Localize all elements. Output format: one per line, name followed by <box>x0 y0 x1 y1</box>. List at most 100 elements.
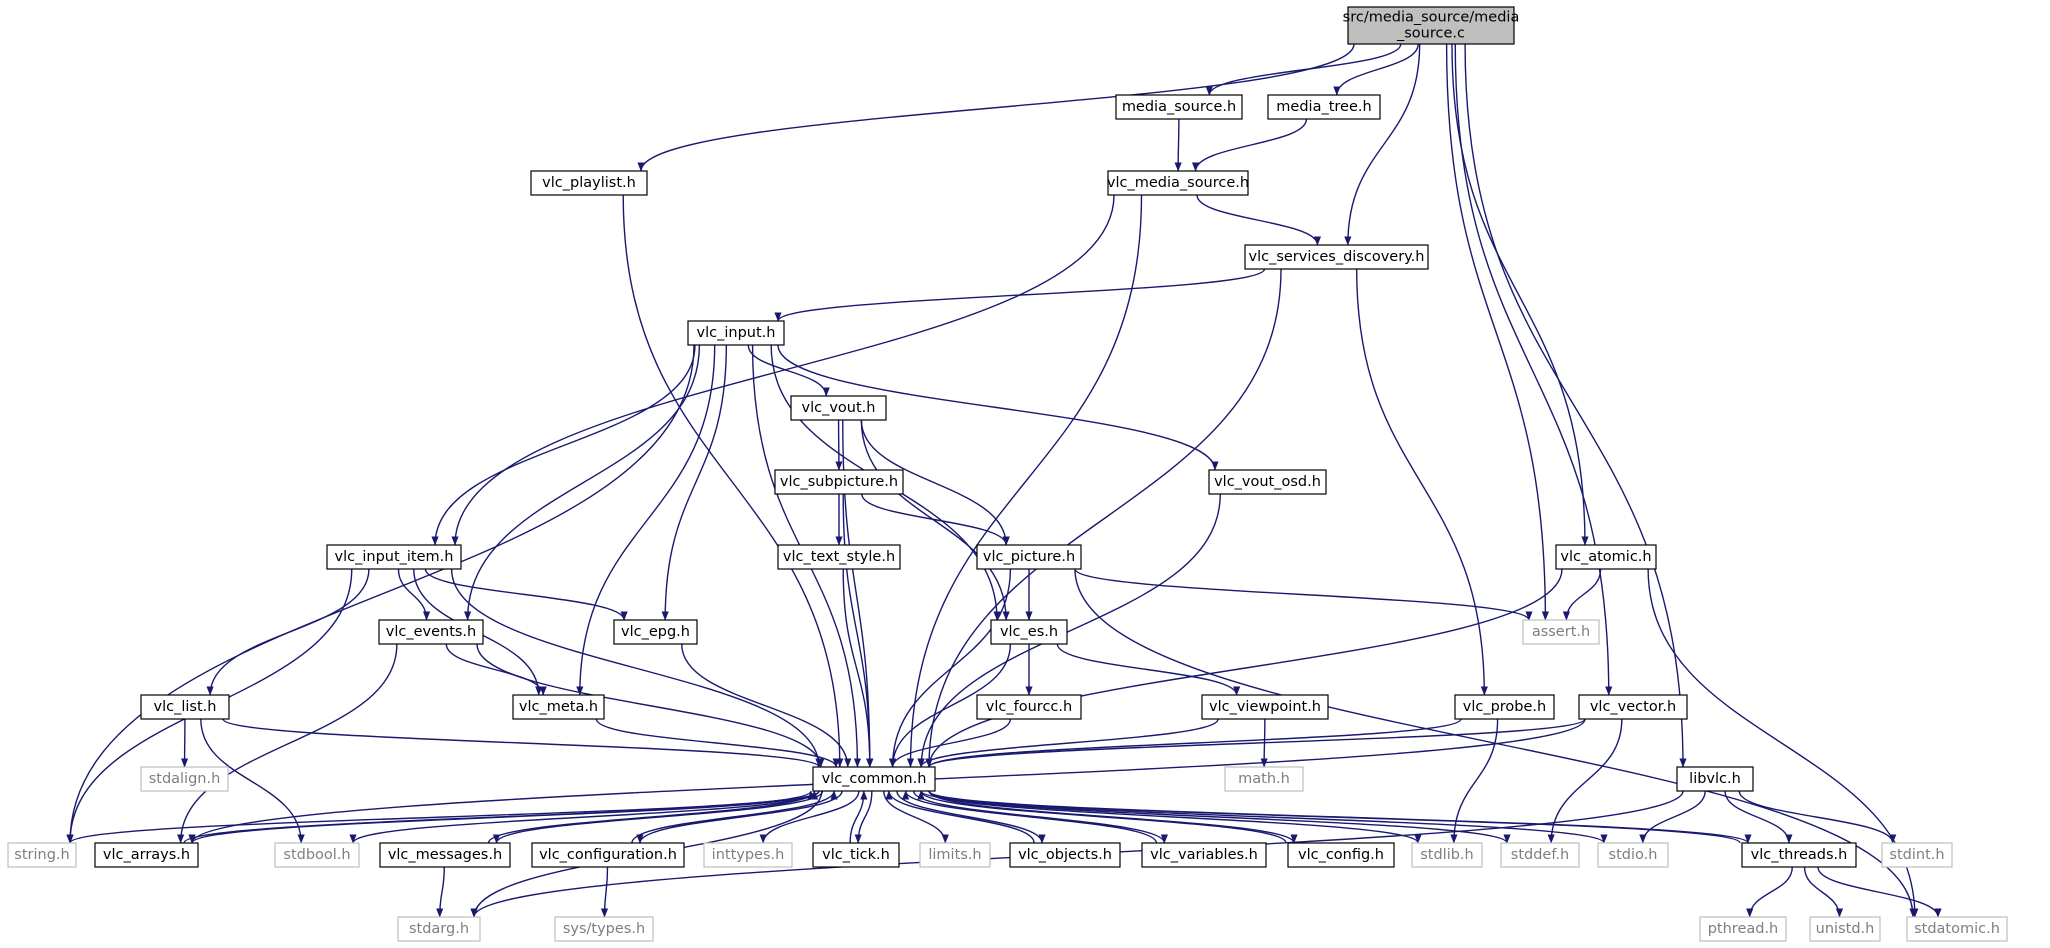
node-vlc-subpicture-h[interactable]: vlc_subpicture.h <box>774 469 904 495</box>
node-vlc-input-h[interactable]: vlc_input.h <box>687 320 785 346</box>
node-pthread-h: pthread.h <box>1699 916 1787 942</box>
edge-vlc_input_h-to-vlc_epg_h <box>661 344 728 621</box>
node-vlc-atomic-h[interactable]: vlc_atomic.h <box>1555 544 1657 570</box>
node-box <box>512 694 605 720</box>
node-box <box>7 842 77 868</box>
edge-vlc_input_h-to-vlc_input_item_h <box>431 344 696 546</box>
node-box <box>1906 916 2008 942</box>
node-box <box>140 766 229 792</box>
node-label: stddef.h <box>1511 847 1569 863</box>
node-vlc-threads-h[interactable]: vlc_threads.h <box>1741 842 1857 868</box>
edge-vlc_epg_h-to-vlc_common_h <box>681 643 852 768</box>
edge-vlc_text_style_h-to-vlc_common_h <box>842 568 874 768</box>
node-stdbool-h: stdbool.h <box>274 842 360 868</box>
node-vlc-services-discovery-h[interactable]: vlc_services_discovery.h <box>1244 244 1429 270</box>
node-box <box>1201 694 1329 720</box>
node-box <box>1454 694 1555 720</box>
node-vlc-viewpoint-h[interactable]: vlc_viewpoint.h <box>1201 694 1329 720</box>
edge-vlc_input_item_h-to-vlc_epg_h <box>424 568 628 621</box>
node-vlc-es-h[interactable]: vlc_es.h <box>990 619 1068 645</box>
node-vlc-list-h[interactable]: vlc_list.h <box>140 694 230 720</box>
node-vlc-arrays-h[interactable]: vlc_arrays.h <box>94 842 199 868</box>
node-box <box>1411 842 1483 868</box>
edge-vlc_input_h-to-vlc_vout_osd_h <box>777 344 1219 471</box>
edge-vlc_probe_h-to-stdlib_h <box>1450 718 1499 844</box>
node-vlc-messages-h[interactable]: vlc_messages.h <box>379 842 511 868</box>
node-box <box>919 842 991 868</box>
node-box <box>1500 842 1580 868</box>
node-box <box>1267 94 1381 120</box>
node-vlc-vout-h[interactable]: vlc_vout.h <box>790 395 887 421</box>
edge-vlc_vector_h-to-stddef_h <box>1547 718 1623 844</box>
node-box <box>1522 619 1600 645</box>
edge-libvlc_h-to-stdint_h <box>1738 790 1897 844</box>
node-label: vlc_epg.h <box>621 624 690 640</box>
nodes: src/media_source/media_source.c media_sou… <box>7 6 2008 942</box>
node-vlc-media-source-h[interactable]: vlc_media_source.h <box>1107 170 1249 196</box>
edge-vlc_common_h-to-inttypes_h <box>759 790 860 844</box>
node-label: vlc_objects.h <box>1018 847 1112 863</box>
node-label: inttypes.h <box>712 847 785 863</box>
node-vlc-vector-h[interactable]: vlc_vector.h <box>1578 694 1688 720</box>
node-box <box>703 842 793 868</box>
node-box <box>274 842 360 868</box>
edge-vlc_common_h-to-vlc_variables_h <box>912 790 1168 844</box>
edge-root-to-assert_h <box>1445 43 1549 621</box>
node-label: vlc_vout_osd.h <box>1214 474 1321 490</box>
node-label: sys/types.h <box>563 921 645 937</box>
node-label: stdbool.h <box>283 847 350 863</box>
node-vlc-fourcc-h[interactable]: vlc_fourcc.h <box>976 694 1082 720</box>
node-box <box>1676 766 1754 792</box>
node-vlc-tick-h[interactable]: vlc_tick.h <box>812 842 900 868</box>
node-assert-h: assert.h <box>1522 619 1600 645</box>
node-label: limits.h <box>928 847 981 863</box>
node-vlc-objects-h[interactable]: vlc_objects.h <box>1009 842 1121 868</box>
node-vlc-input-item-h[interactable]: vlc_input_item.h <box>326 544 462 570</box>
node-box <box>1881 842 1953 868</box>
node-string-h: string.h <box>7 842 77 868</box>
node-vlc-epg-h[interactable]: vlc_epg.h <box>613 619 698 645</box>
node-vlc-probe-h[interactable]: vlc_probe.h <box>1454 694 1555 720</box>
edge-vlc_input_item_h-to-vlc_list_h <box>206 568 370 696</box>
node-vlc-configuration-h[interactable]: vlc_configuration.h <box>531 842 685 868</box>
node-box <box>1741 842 1857 868</box>
node-box <box>976 694 1082 720</box>
node-vlc-common-h[interactable]: vlc_common.h <box>812 766 936 792</box>
node-box <box>530 170 648 196</box>
edge-vlc_probe_h-to-vlc_common_h <box>925 718 1462 768</box>
node-vlc-vout-osd-h[interactable]: vlc_vout_osd.h <box>1208 469 1327 495</box>
node-box <box>379 842 511 868</box>
edge-vlc_services_discovery_h-to-vlc_common_h <box>925 268 1282 768</box>
edge-vlc_picture_h-to-vlc_common_h <box>889 568 1012 768</box>
edge-vlc_threads_h-to-vlc_common_h <box>917 790 1741 844</box>
node-box <box>1244 244 1429 270</box>
edge-vlc_objects_h-to-vlc_common_h <box>885 790 1035 844</box>
node-inttypes-h: inttypes.h <box>703 842 793 868</box>
edge-root-to-media_tree_h <box>1333 43 1419 96</box>
node-vlc-picture-h[interactable]: vlc_picture.h <box>976 544 1082 570</box>
node-media-tree-h[interactable]: media_tree.h <box>1267 94 1381 120</box>
edge-vlc_common_h-to-string_h <box>66 790 820 844</box>
node-limits-h: limits.h <box>919 842 991 868</box>
node-vlc-events-h[interactable]: vlc_events.h <box>378 619 484 645</box>
edges <box>66 43 1942 918</box>
node-vlc-playlist-h[interactable]: vlc_playlist.h <box>530 170 648 196</box>
node-libvlc-h[interactable]: libvlc.h <box>1676 766 1754 792</box>
edge-vlc_services_discovery_h-to-vlc_probe_h <box>1355 268 1488 696</box>
node-label: media_tree.h <box>1276 99 1371 115</box>
edge-root-to-vlc_services_discovery_h <box>1344 43 1421 246</box>
node-box <box>790 395 887 421</box>
node-label: unistd.h <box>1816 921 1875 937</box>
node-sys-types-h: sys/types.h <box>554 916 654 942</box>
edge-vlc_input_h-to-vlc_vout_h <box>747 344 830 397</box>
node-vlc-config-h[interactable]: vlc_config.h <box>1287 842 1395 868</box>
node-root[interactable]: src/media_source/media_source.c <box>1343 6 1520 45</box>
node-label: stdatomic.h <box>1914 921 2000 937</box>
node-vlc-text-style-h[interactable]: vlc_text_style.h <box>777 544 901 570</box>
node-box <box>687 320 785 346</box>
node-vlc-variables-h[interactable]: vlc_variables.h <box>1141 842 1267 868</box>
edge-media_tree_h-to-vlc_media_source_h <box>1191 118 1308 172</box>
edge-vlc_arrays_h-to-vlc_common_h <box>183 790 815 844</box>
node-media-source-h[interactable]: media_source.h <box>1115 94 1243 120</box>
node-vlc-meta-h[interactable]: vlc_meta.h <box>512 694 605 720</box>
